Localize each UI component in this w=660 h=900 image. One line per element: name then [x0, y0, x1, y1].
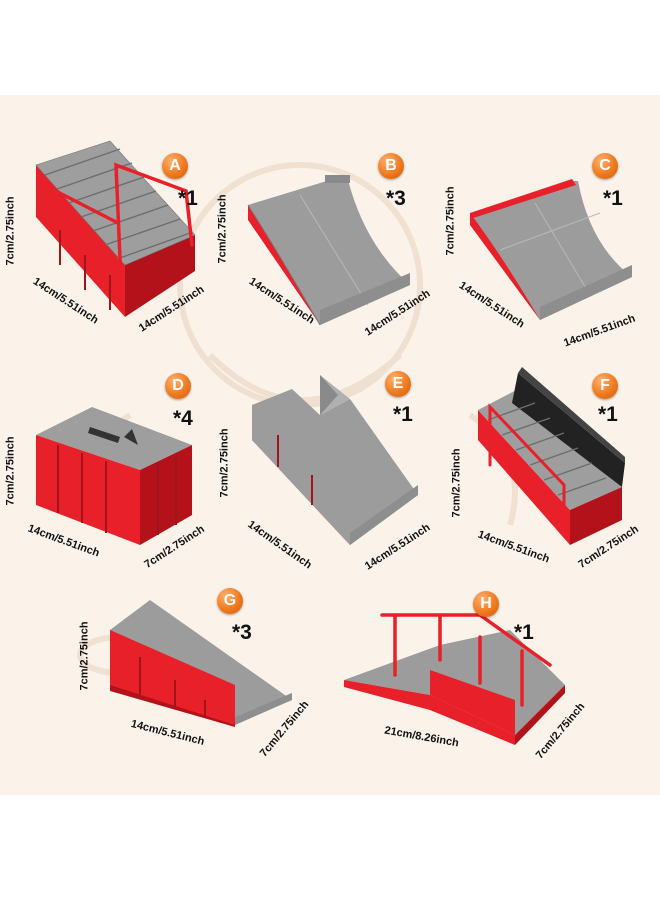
badge-h: H	[473, 591, 499, 617]
badge-e: E	[385, 371, 411, 397]
badge-c: C	[592, 153, 618, 179]
qty-e: *1	[393, 403, 413, 426]
badge-f: F	[592, 373, 618, 399]
height-c: 7cm/2.75inch	[444, 186, 457, 256]
height-f: 7cm/2.75inch	[450, 448, 463, 518]
badge-b: B	[378, 153, 404, 179]
item-b: B *3 7cm/2.75inch 14cm/5.51inch 14cm/5.5…	[216, 95, 440, 345]
badge-a: A	[162, 153, 188, 179]
notch-kicker-ramp-icon	[252, 375, 418, 545]
item-c: C *1 7cm/2.75inch 14cm/5.51inch 14cm/5.5…	[440, 95, 660, 350]
stairs-wall-ramp-icon	[478, 367, 625, 545]
height-d: 7cm/2.75inch	[4, 436, 17, 506]
height-g: 7cm/2.75inch	[78, 621, 91, 691]
box-ramp-icon	[36, 407, 192, 545]
qty-a: *1	[178, 187, 198, 210]
qty-b: *3	[386, 187, 406, 210]
stairs-rail-ramp-icon	[35, 140, 196, 317]
coping-quarter-pipe-icon	[470, 179, 632, 320]
item-f: F *1 7cm/2.75inch 14cm/5.51inch 7cm/2.75…	[440, 345, 660, 575]
badge-g: G	[217, 588, 243, 614]
height-a: 7cm/2.75inch	[4, 196, 17, 266]
qty-f: *1	[598, 403, 618, 426]
badge-d: D	[165, 373, 191, 399]
height-e: 7cm/2.75inch	[218, 428, 231, 498]
item-d: D *4 7cm/2.75inch 14cm/5.51inch 7cm/2.75…	[0, 345, 220, 575]
item-a: A *1 7cm/2.75inch 14cm/5.51inch 14cm/5.5…	[0, 95, 220, 345]
height-b: 7cm/2.75inch	[216, 194, 229, 264]
wedge-ramp-icon	[110, 600, 292, 727]
item-h: H *1 21cm/8.26inch 7cm/2.75inch	[330, 575, 660, 795]
item-g: G *3 7cm/2.75inch 14cm/5.51inch 7cm/2.75…	[60, 575, 330, 795]
launch-rail-ramp-icon	[344, 613, 565, 745]
qty-d: *4	[173, 407, 193, 430]
product-board: A *1 7cm/2.75inch 14cm/5.51inch 14cm/5.5…	[0, 95, 660, 795]
quarter-pipe-ramp-icon	[247, 175, 410, 326]
item-e: E *1 7cm/2.75inch 14cm/5.51inch 14cm/5.5…	[218, 345, 440, 575]
qty-c: *1	[603, 187, 623, 210]
qty-g: *3	[232, 621, 252, 644]
qty-h: *1	[514, 621, 534, 644]
